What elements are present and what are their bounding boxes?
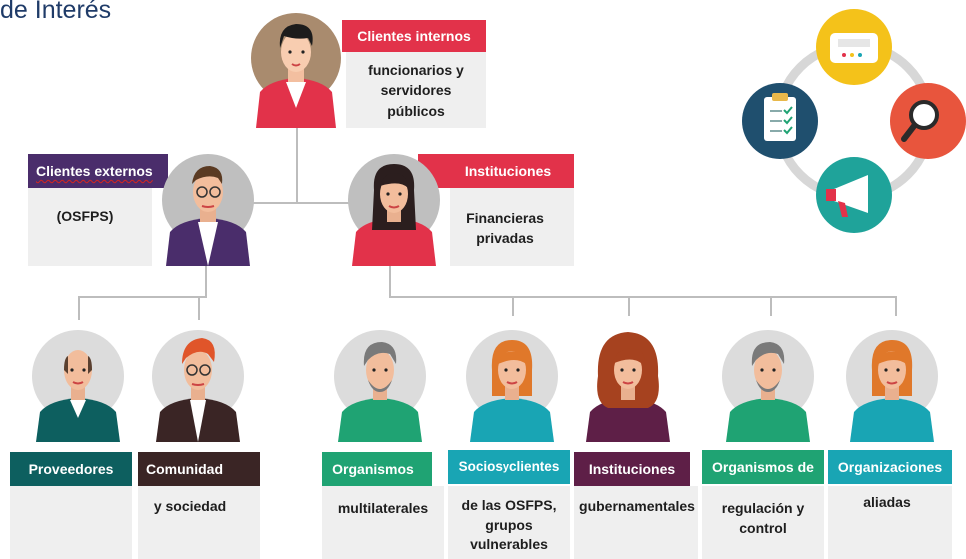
- label-clientes-internos: Clientes internos: [342, 20, 486, 52]
- label-organizaciones-aliadas: Organizaciones: [828, 450, 952, 484]
- connector-line: [296, 124, 298, 204]
- card-instituciones-top: [450, 188, 574, 266]
- desc-socios-clientes: de las OSFPS, grupos vulnerables: [461, 497, 557, 553]
- desc-instituciones-top: Financieras privadas: [466, 210, 544, 247]
- magnifier-icon: [890, 83, 966, 159]
- desc-clientes-internos: funcionarios y servidores públicos: [368, 62, 464, 119]
- avatar-organizaciones-aliadas: [846, 330, 938, 442]
- card-organizaciones-aliadas: [828, 486, 952, 559]
- label-instituciones-top: Instituciones: [418, 154, 574, 188]
- connector-line: [389, 296, 897, 298]
- connector-line: [198, 296, 200, 320]
- connector-line: [895, 296, 897, 316]
- avatar-clientes-externos: [162, 154, 254, 266]
- card-organismos-regulacion: [702, 486, 824, 559]
- desc-instituciones-gubernamentales: gubernamentales: [579, 498, 695, 514]
- avatar-instituciones-top: [348, 154, 440, 266]
- connector-line: [389, 262, 391, 298]
- avatar-clientes-internos: [251, 13, 341, 128]
- card-socios-clientes: [448, 486, 570, 559]
- connector-line: [628, 296, 630, 316]
- connector-line: [205, 262, 207, 298]
- desc-organizaciones-aliadas: aliadas: [863, 494, 911, 510]
- megaphone-icon: [816, 157, 892, 233]
- device-icon: [816, 9, 892, 85]
- avatar-organismos-regulacion: [722, 330, 814, 442]
- desc-organismos-regulacion: regulación y control: [721, 500, 805, 537]
- card-clientes-externos: [28, 188, 152, 266]
- card-instituciones-gubernamentales: [574, 486, 698, 559]
- label-organismos-regulacion: Organismos de: [702, 450, 824, 484]
- connector-line: [512, 296, 514, 316]
- label-organismos-multilaterales: Organismos: [322, 452, 432, 486]
- desc-comunidad: y sociedad: [153, 498, 227, 514]
- desc-organismos-multilaterales: multilaterales: [337, 500, 429, 516]
- connector-line: [78, 296, 206, 298]
- process-cycle: [742, 9, 966, 233]
- avatar-organismos-multilaterales: [334, 330, 426, 442]
- label-proveedores: Proveedores: [10, 452, 132, 486]
- avatar-instituciones-gubernamentales: [586, 332, 670, 442]
- card-comunidad: [138, 486, 260, 559]
- desc-clientes-externos: (OSFPS): [56, 208, 114, 224]
- label-socios-clientes: Socios y clientes: [448, 450, 570, 484]
- label-instituciones-gubernamentales: Instituciones: [574, 452, 690, 486]
- avatar-socios-clientes: [466, 330, 558, 442]
- connector-line: [206, 202, 391, 204]
- label-comunidad: Comunidad: [138, 452, 260, 486]
- avatar-comunidad: [152, 330, 244, 442]
- connector-line: [770, 296, 772, 316]
- avatar-proveedores: [32, 330, 124, 442]
- connector-line: [78, 296, 80, 320]
- card-organismos-multilaterales: [322, 486, 444, 559]
- card-clientes-internos: [346, 52, 486, 128]
- card-proveedores: [10, 486, 132, 559]
- clipboard-icon: [742, 83, 818, 159]
- page-title: de Interés: [0, 0, 112, 24]
- label-clientes-externos: Clientes externos: [28, 154, 168, 188]
